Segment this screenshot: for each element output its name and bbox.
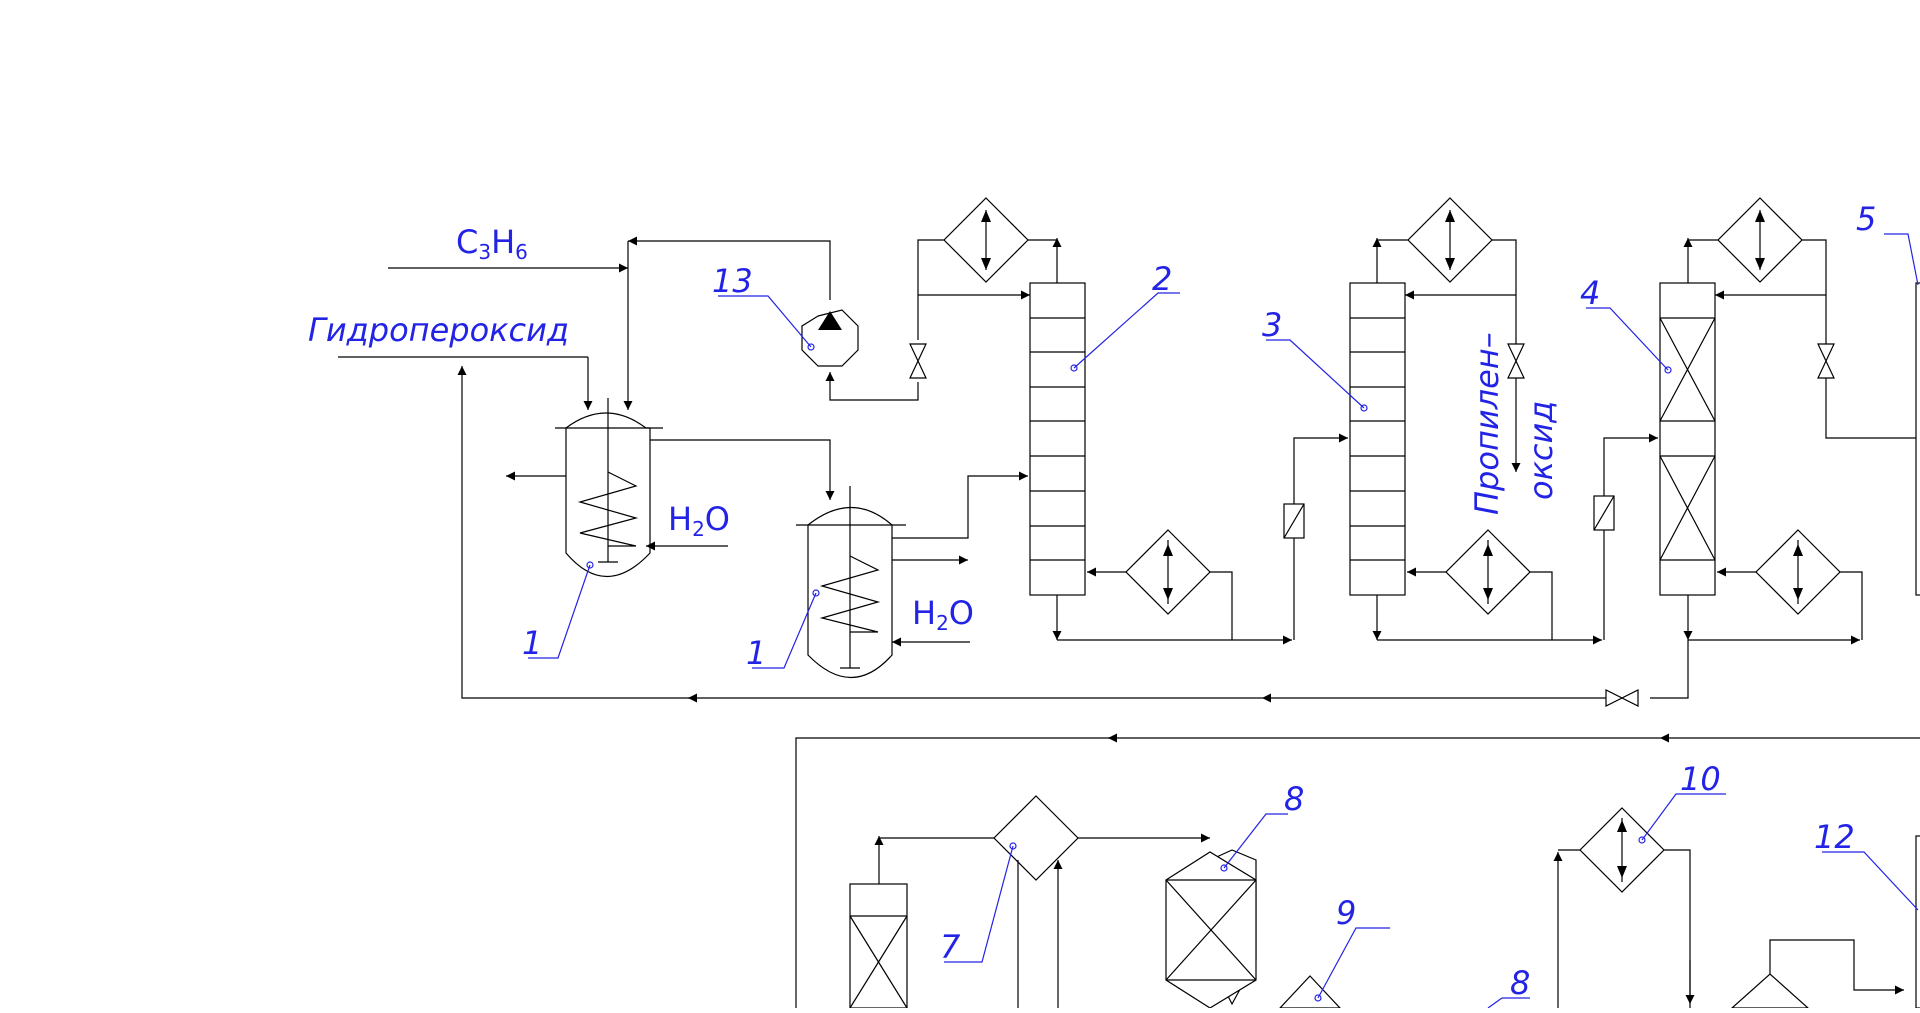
column-2: 2 [909,197,1292,645]
unit-8b: 8 [1487,964,1530,1009]
label-8a: 8 [1284,780,1304,818]
unit-12: 12 [1814,818,1920,1009]
propylene-feed-stream: C3H6 [388,223,628,273]
column-bottom-left [849,836,908,1009]
hopper-unit [1730,939,1904,1009]
label-13: 13 [712,262,753,300]
hydroperoxide-feed-stream: Гидропероксид [308,311,593,410]
label-10: 10 [1680,760,1721,798]
svg-text:оксид: оксид [1522,401,1560,500]
return-line-bottom [795,733,1920,1008]
hydroperoxide-label: Гидропероксид [308,311,569,349]
label-8b: 8 [1510,964,1530,1002]
heat-exchanger-7: 7 [879,795,1210,1008]
label-5: 5 [1856,200,1876,238]
recycle-line [457,366,1689,707]
propylene-oxide-product-label: Пропилен– оксид [1468,332,1560,515]
reactor-1b: 1 [746,486,970,678]
svg-text:Пропилен–: Пропилен– [1468,332,1506,515]
label-2: 2 [1152,260,1172,298]
label-1b: 1 [746,634,766,672]
label-12: 12 [1814,818,1855,856]
unit-5: 5 [1856,200,1920,596]
label-4: 4 [1580,274,1600,312]
water-label-2: H2O [912,594,974,635]
label-7: 7 [940,928,961,966]
label-1a: 1 [522,624,542,662]
heat-exchanger-10: 10 [1553,760,1726,1008]
column-3: 3 [1262,197,1602,645]
label-9: 9 [1336,894,1356,932]
unit-9: 9 [1278,894,1390,1009]
label-3: 3 [1262,306,1282,344]
column-4: 4 [1580,197,1920,645]
pump-13: 13 [628,236,919,401]
propylene-label: C3H6 [456,223,528,264]
reactor-1a: 1 [506,398,728,662]
reactor-8a: 8 [1165,780,1304,1009]
water-label-1: H2O [668,500,730,541]
